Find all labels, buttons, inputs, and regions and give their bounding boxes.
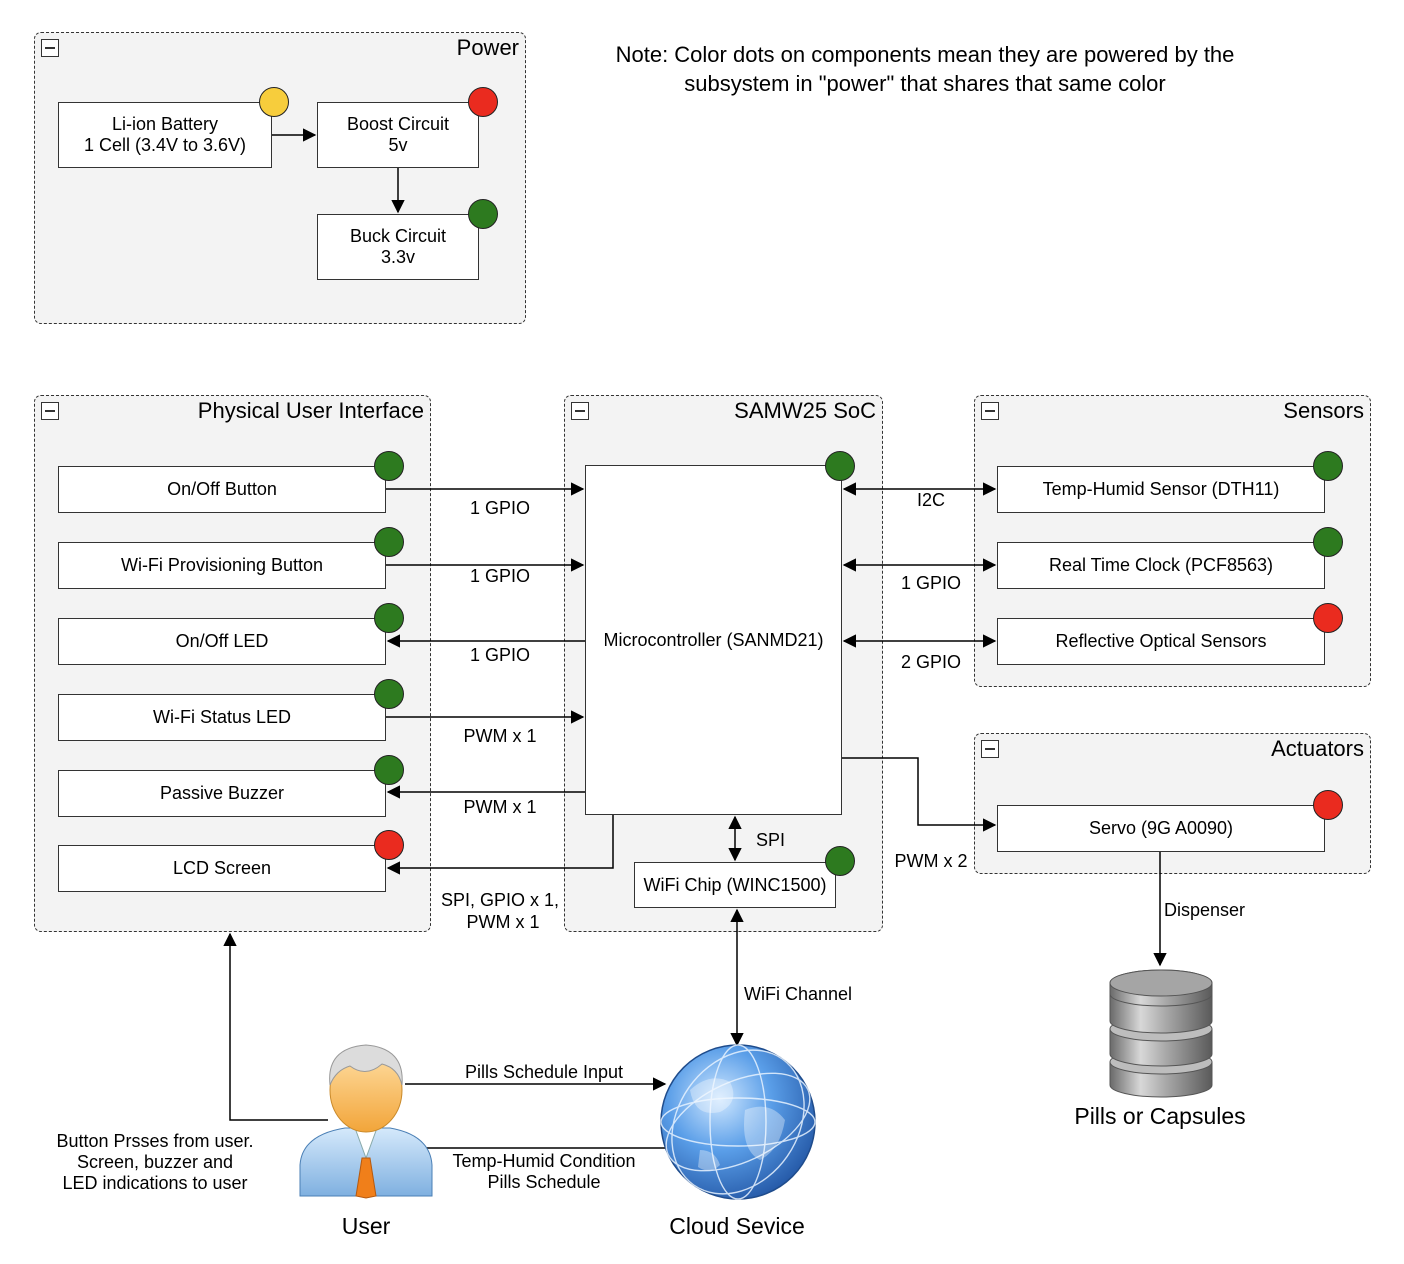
- user-caption: User: [341, 1213, 391, 1239]
- cloud-caption: Cloud Sevice: [669, 1213, 805, 1239]
- edge-label-schedule-input: Pills Schedule Input: [464, 1062, 624, 1082]
- servo-arrow: [842, 757, 997, 832]
- collapse-icon[interactable]: [41, 39, 59, 57]
- status-dot-red: [374, 830, 404, 860]
- wifi-chip-box: WiFi Chip (WINC1500): [634, 862, 836, 908]
- onoff-button-box: On/Off Button: [58, 466, 386, 513]
- collapse-icon[interactable]: [981, 740, 999, 758]
- user-interaction-label: Screen, buzzer and: [76, 1152, 234, 1172]
- group-title: Power: [456, 35, 519, 60]
- edge-label-lcd: PWM x 1: [466, 912, 540, 932]
- note-text: Note: Color dots on components mean they…: [615, 42, 1235, 96]
- group-header: Sensors: [975, 396, 1370, 426]
- edge-label-wifi-channel: WiFi Channel: [744, 984, 853, 1004]
- edge-label-pwm: PWM x 1: [463, 797, 537, 817]
- battery-label: Li-ion Battery: [111, 114, 219, 134]
- status-dot-green: [1313, 451, 1343, 481]
- group-title: Actuators: [1271, 736, 1364, 761]
- boost-voltage: 5v: [388, 135, 408, 155]
- onoff-led-label: On/Off LED: [175, 631, 269, 651]
- wifi-status-led-label: Wi-Fi Status LED: [152, 707, 292, 727]
- edge-label-rtc: 1 GPIO: [900, 573, 962, 593]
- wifi-status-led-box: Wi-Fi Status LED: [58, 694, 386, 741]
- edge-label-optical: 2 GPIO: [900, 652, 962, 672]
- globe-icon: [660, 1044, 816, 1200]
- rtc-box: Real Time Clock (PCF8563): [997, 542, 1325, 589]
- lcd-box: LCD Screen: [58, 845, 386, 892]
- edge-label-gpio: 1 GPIO: [469, 645, 531, 665]
- pills-caption: Pills or Capsules: [1074, 1103, 1246, 1129]
- collapse-icon[interactable]: [981, 402, 999, 420]
- optical-sensor-box: Reflective Optical Sensors: [997, 618, 1325, 665]
- edge-label-gpio: 1 GPIO: [469, 498, 531, 518]
- status-dot-green: [374, 755, 404, 785]
- wifi-prov-button-box: Wi-Fi Provisioning Button: [58, 542, 386, 589]
- servo-box: Servo (9G A0090): [997, 805, 1325, 852]
- status-dot-green: [468, 199, 498, 229]
- status-dot-red: [468, 87, 498, 117]
- edge-label-spi: SPI: [756, 830, 786, 850]
- status-dot-yellow: [259, 87, 289, 117]
- collapse-icon[interactable]: [571, 402, 589, 420]
- group-header: Physical User Interface: [35, 396, 430, 426]
- wifi-chip-label: WiFi Chip (WINC1500): [643, 874, 827, 895]
- edge-label-pwm: PWM x 1: [463, 726, 537, 746]
- user-ui-arrow: [223, 932, 328, 1121]
- status-dot-red: [1313, 603, 1343, 633]
- status-dot-green: [1313, 527, 1343, 557]
- group-header: Power: [35, 33, 525, 63]
- edge-label-servo: PWM x 2: [894, 851, 968, 871]
- servo-label: Servo (9G A0090): [1088, 818, 1234, 838]
- onoff-led-box: On/Off LED: [58, 618, 386, 665]
- status-dot-green: [374, 679, 404, 709]
- rtc-label: Real Time Clock (PCF8563): [1048, 555, 1274, 575]
- mcu-label: Microcontroller (SANMD21): [603, 629, 824, 650]
- boost-box: Boost Circuit 5v: [317, 102, 479, 168]
- onoff-button-label: On/Off Button: [167, 479, 277, 499]
- wifi-prov-button-label: Wi-Fi Provisioning Button: [120, 555, 324, 575]
- status-dot-green: [374, 603, 404, 633]
- buck-voltage: 3.3v: [380, 247, 416, 267]
- group-title: SAMW25 SoC: [734, 398, 876, 423]
- boost-label: Boost Circuit: [346, 114, 450, 134]
- user-icon: [299, 1044, 433, 1199]
- edge-label-lcd: SPI, GPIO x 1,: [440, 890, 560, 910]
- group-header: SAMW25 SoC: [565, 396, 882, 426]
- lcd-label: LCD Screen: [172, 858, 272, 878]
- lcd-arrow: [386, 815, 614, 875]
- buck-box: Buck Circuit 3.3v: [317, 214, 479, 280]
- database-icon: [1109, 969, 1213, 1098]
- status-dot-green: [825, 846, 855, 876]
- user-interaction-label: LED indications to user: [62, 1173, 248, 1193]
- mcu-box: Microcontroller (SANMD21): [585, 465, 842, 815]
- buzzer-box: Passive Buzzer: [58, 770, 386, 817]
- edge-label-i2c: I2C: [916, 490, 946, 510]
- group-header: Actuators: [975, 734, 1370, 764]
- buck-label: Buck Circuit: [349, 226, 447, 246]
- status-dot-green: [374, 451, 404, 481]
- group-title: Physical User Interface: [197, 398, 424, 423]
- temp-sensor-box: Temp-Humid Sensor (DTH11): [997, 466, 1325, 513]
- temp-sensor-label: Temp-Humid Sensor (DTH11): [1042, 479, 1280, 499]
- edge-label-dispenser: Dispenser: [1164, 900, 1246, 920]
- battery-box: Li-ion Battery 1 Cell (3.4V to 3.6V): [58, 102, 272, 168]
- buzzer-label: Passive Buzzer: [159, 783, 285, 803]
- status-dot-green: [374, 527, 404, 557]
- optical-sensor-label: Reflective Optical Sensors: [1055, 631, 1267, 651]
- edge-label-cloud-user: Pills Schedule: [487, 1172, 601, 1192]
- status-dot-red: [1313, 790, 1343, 820]
- group-title: Sensors: [1283, 398, 1364, 423]
- user-interaction-label: Button Prsses from user.: [56, 1131, 254, 1151]
- edge-label-cloud-user: Temp-Humid Condition: [452, 1151, 636, 1171]
- status-dot-green: [825, 451, 855, 481]
- collapse-icon[interactable]: [41, 402, 59, 420]
- edge-label-gpio: 1 GPIO: [469, 566, 531, 586]
- battery-spec: 1 Cell (3.4V to 3.6V): [83, 135, 247, 155]
